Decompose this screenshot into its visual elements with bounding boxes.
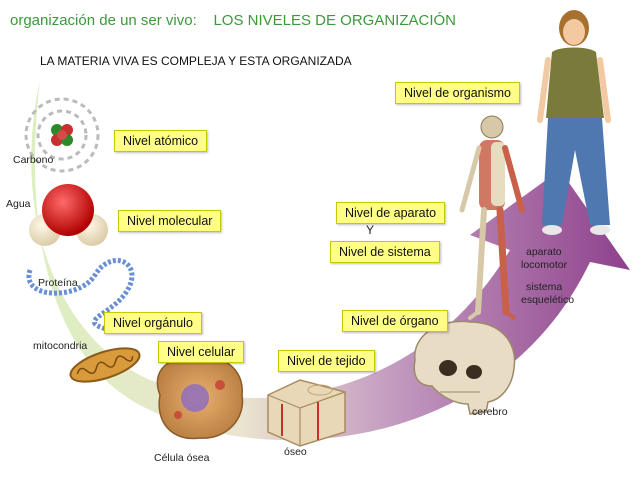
label-bone-cell: Célula ósea: [154, 452, 210, 464]
title-prefix: organización de un ser vivo:: [10, 12, 197, 29]
level-organelle: Nivel orgánulo: [104, 312, 202, 334]
label-locomotor-line2: locomotor: [521, 259, 568, 271]
label-skeletal-line2: esquelético: [521, 294, 575, 306]
level-cellular: Nivel celular: [158, 341, 245, 363]
girl-figure: [537, 10, 611, 235]
label-carbon: Carbono: [13, 154, 54, 166]
level-atomic: Nivel atómico: [114, 130, 208, 152]
skeleton-figure: [459, 115, 525, 320]
protein-chain: [26, 258, 135, 333]
label-water: Agua: [6, 198, 31, 210]
skull: [413, 320, 516, 415]
page-title: organización de un ser vivo: LOS NIVELES…: [10, 12, 456, 29]
page-subtitle: LA MATERIA VIVA ES COMPLEJA Y ESTA ORGAN…: [40, 54, 352, 68]
carbon-atom: [24, 97, 100, 173]
level-organism: Nivel de organismo: [395, 82, 520, 104]
level-molecular: Nivel molecular: [118, 210, 222, 232]
level-system: Nivel de sistema: [330, 241, 440, 263]
mitochondria: [69, 347, 141, 383]
level-organ: Nivel de órgano: [342, 310, 448, 332]
level-apparatus: Nivel de aparato: [336, 202, 446, 224]
label-skeletal-line1: sistema: [526, 281, 563, 293]
bone-cell: [156, 356, 244, 440]
water-molecule: [29, 184, 108, 246]
label-locomotor-line1: aparato: [526, 246, 562, 258]
level-tissue: Nivel de tejido: [278, 350, 375, 372]
title-main: LOS NIVELES DE ORGANIZACIÓN: [213, 12, 457, 29]
label-bone-tissue: óseo: [284, 446, 307, 458]
label-protein: Proteína: [38, 277, 78, 289]
bone-tissue: [267, 379, 346, 447]
level-and-connector: Y: [366, 223, 375, 237]
label-mitochondria: mitocondria: [33, 340, 88, 352]
label-brain: cerebro: [472, 406, 508, 418]
